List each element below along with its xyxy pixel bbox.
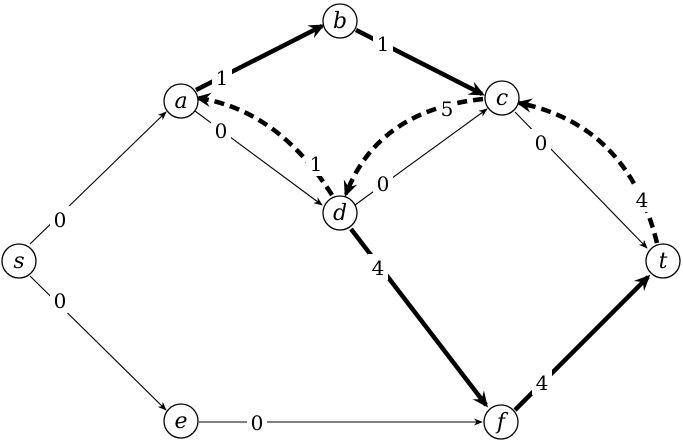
node-d: d [322, 195, 358, 231]
svg-text:0: 0 [54, 208, 67, 232]
edge-d-a [194, 92, 334, 197]
node-f: f [483, 404, 519, 440]
edge-label-c-d: 5 [437, 95, 457, 121]
svg-text:d: d [333, 201, 347, 226]
svg-text:4: 4 [372, 256, 385, 280]
edge-label-s-a: 0 [50, 206, 70, 232]
svg-text:4: 4 [636, 188, 649, 212]
edge-label-b-c: 1 [373, 30, 393, 56]
svg-text:4: 4 [536, 371, 549, 395]
svg-text:s: s [13, 249, 24, 274]
svg-text:1: 1 [310, 152, 323, 176]
edge-label-d-f: 4 [368, 254, 388, 280]
edge-label-s-e: 0 [50, 287, 70, 313]
edge-label-d-a: 1 [306, 150, 326, 176]
node-e: e [163, 403, 199, 439]
svg-text:b: b [333, 9, 347, 34]
svg-text:5: 5 [441, 97, 454, 121]
edge-label-f-t: 4 [532, 369, 552, 395]
edge-label-a-d: 0 [211, 117, 231, 143]
svg-text:c: c [496, 86, 508, 111]
svg-text:0: 0 [535, 131, 548, 155]
node-c: c [484, 80, 520, 116]
svg-text:0: 0 [251, 411, 264, 435]
edge-label-d-c: 0 [373, 170, 393, 196]
svg-text:a: a [174, 89, 187, 114]
edge-t-c [515, 98, 660, 244]
edge-label-a-b: 1 [212, 64, 232, 90]
node-t: t [645, 243, 681, 279]
svg-text:1: 1 [377, 32, 390, 56]
svg-text:t: t [659, 249, 668, 274]
node-a: a [163, 83, 199, 119]
svg-text:0: 0 [54, 289, 67, 313]
svg-text:0: 0 [215, 119, 228, 143]
node-b: b [322, 3, 358, 39]
edge-c-d [343, 96, 484, 197]
node-s: s [1, 243, 37, 279]
edge-label-t-c: 4 [632, 186, 652, 212]
edge-labels-layer: 0 0 1 1 0 1 0 5 [50, 30, 652, 435]
svg-text:e: e [174, 409, 187, 434]
nodes-layer: s a b c d e f t [1, 3, 681, 440]
edge-label-e-f: 0 [247, 409, 267, 435]
edge-label-c-t: 0 [531, 129, 551, 155]
svg-text:1: 1 [216, 66, 229, 90]
svg-text:0: 0 [377, 172, 390, 196]
